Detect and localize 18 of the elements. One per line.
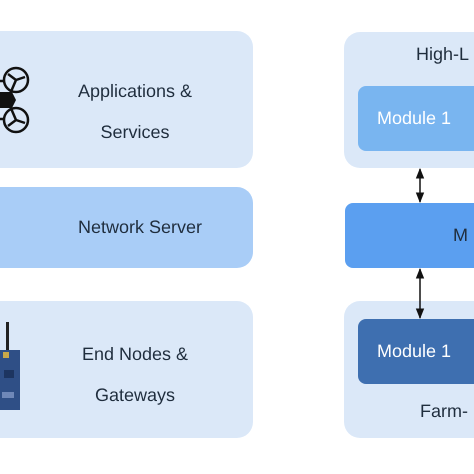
layer-box <box>0 31 253 168</box>
layer-box <box>344 301 474 438</box>
layer-box <box>344 32 474 168</box>
module-box <box>358 86 474 151</box>
layer-box <box>0 301 253 438</box>
layer-box <box>0 187 253 268</box>
box-label: Module 1 <box>376 340 452 363</box>
box-label: High-L <box>416 43 470 66</box>
box-label: M <box>453 224 469 247</box>
box-label: Network Server <box>76 216 204 239</box>
box-label: Module 1 <box>376 107 452 130</box>
box-label: End Nodes & Gateways <box>80 343 190 407</box>
double-arrow <box>416 168 424 204</box>
double-arrow <box>416 268 424 320</box>
layer-box <box>345 203 474 268</box>
box-label: Applications & Services <box>76 80 194 144</box>
box-label: Farm- <box>420 400 469 423</box>
module-box <box>358 319 474 384</box>
